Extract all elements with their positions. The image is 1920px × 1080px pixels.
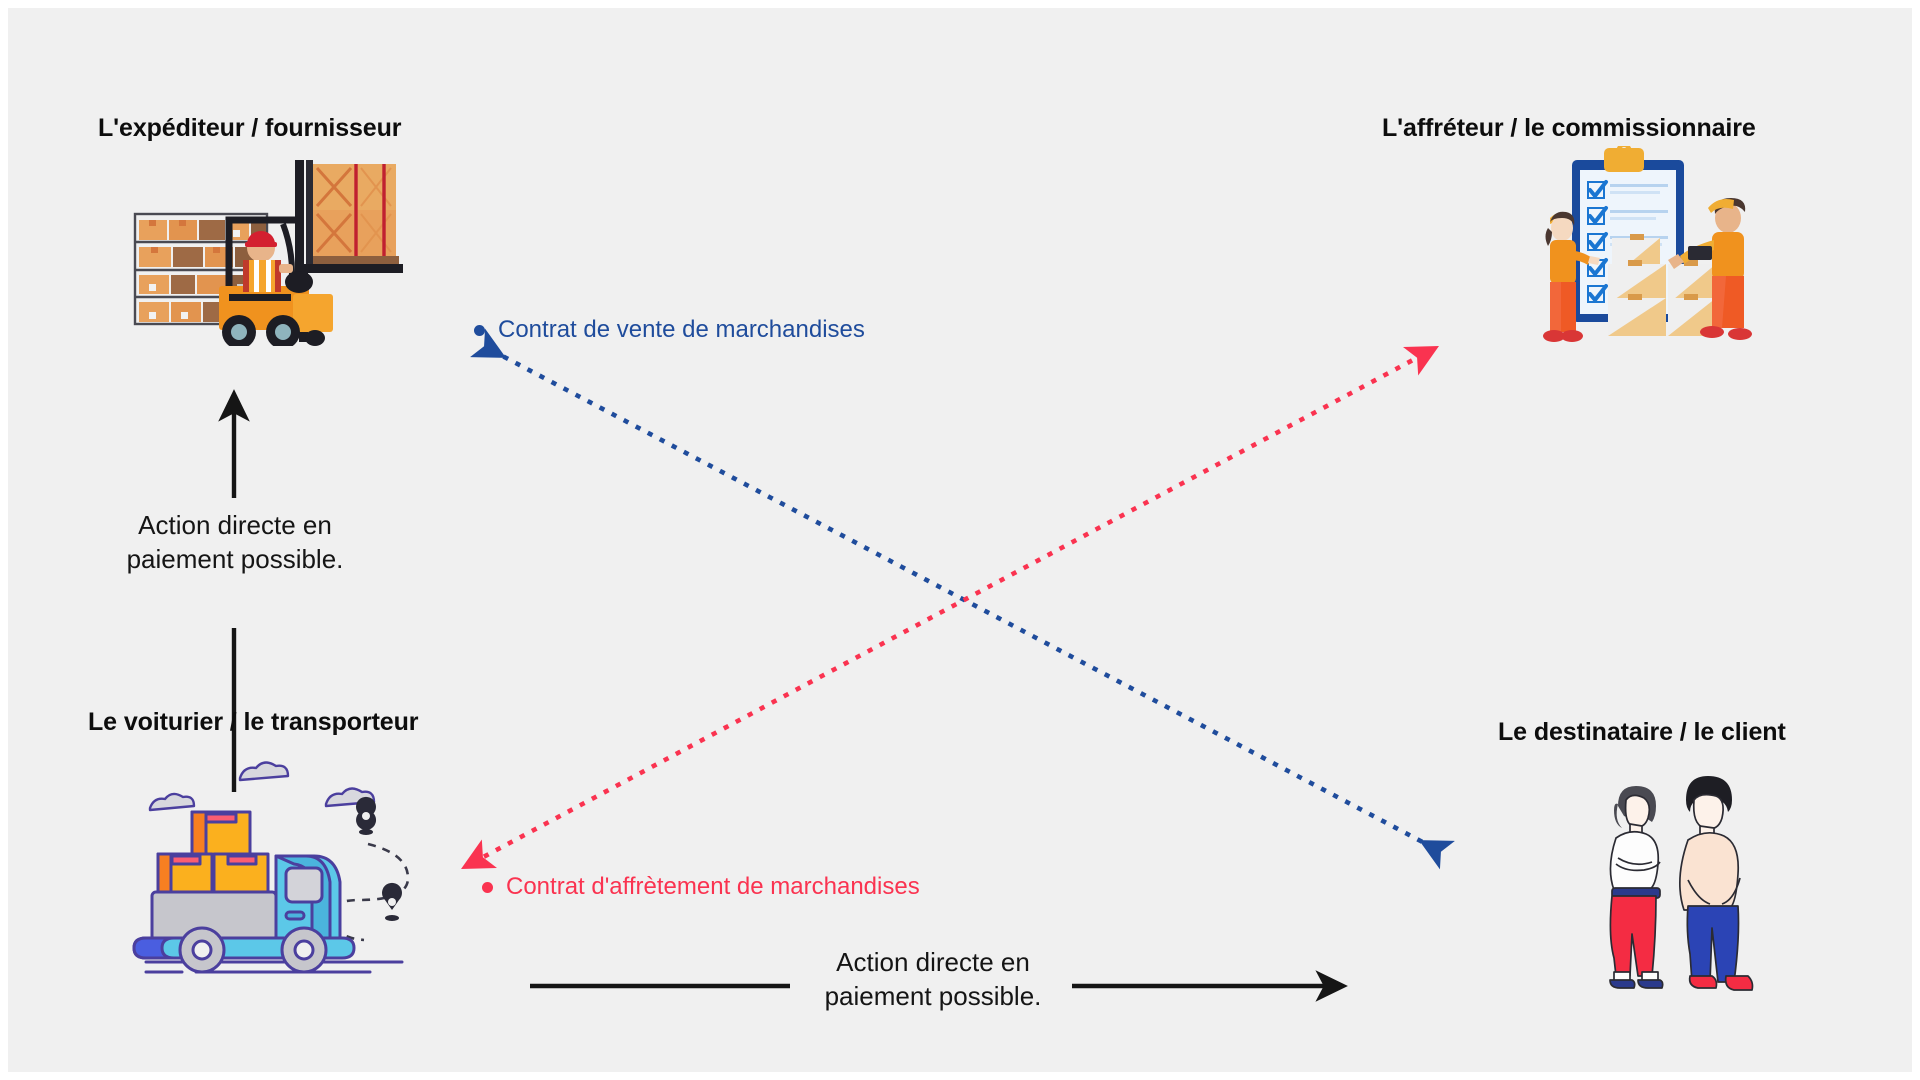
node-label-freight-forwarder: L'affréteur / le commissionnaire: [1382, 114, 1756, 142]
node-label-shipper: L'expéditeur / fournisseur: [98, 114, 402, 142]
sale-contract-label: Contrat de vente de marchandises: [474, 316, 865, 344]
node-label-carrier: Le voiturier / le transporteur: [88, 708, 419, 736]
direct-action-left-text: Action directe en paiement possible.: [126, 510, 344, 575]
charter-contract-label: Contrat d'affrètement de marchandises: [482, 873, 920, 901]
clipboard-checklist-workers-illustration: [1536, 143, 1774, 356]
direct-action-bottom-text: Action directe en paiement possible.: [824, 947, 1042, 1012]
sale-contract-text: Contrat de vente de marchandises: [498, 316, 865, 343]
bullet-icon-blue: [474, 324, 485, 336]
delivery-truck-illustration: [130, 756, 420, 978]
node-label-consignee: Le destinataire / le client: [1498, 718, 1786, 746]
two-people-illustration: [1592, 760, 1772, 996]
charter-contract-text: Contrat d'affrètement de marchandises: [506, 873, 920, 900]
charter-contract-connector: [461, 346, 1439, 869]
diagram-canvas: L'expéditeur / fournisseur: [8, 8, 1912, 1072]
sale-contract-connector: [470, 328, 1455, 870]
bullet-icon-red: [482, 881, 493, 893]
forklift-warehouse-illustration: [133, 146, 413, 349]
